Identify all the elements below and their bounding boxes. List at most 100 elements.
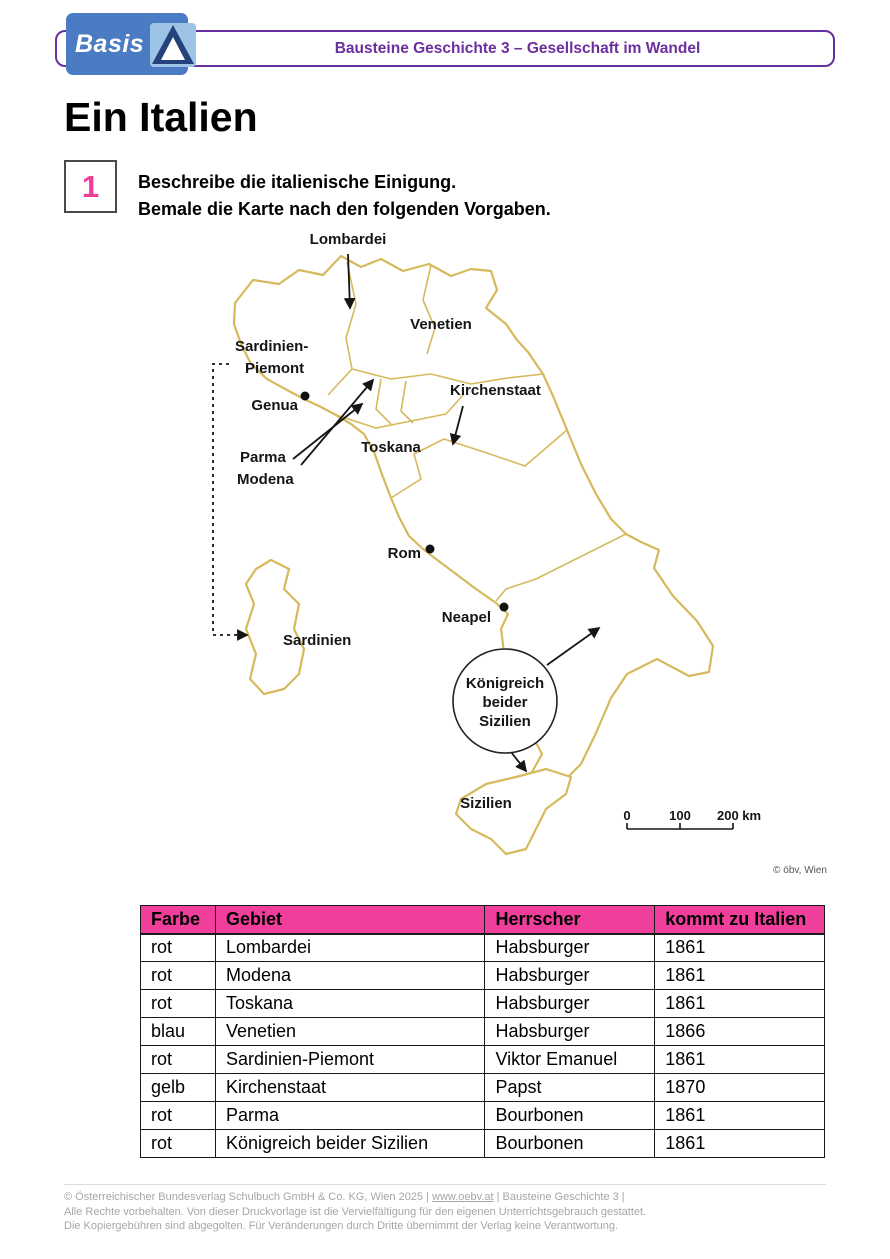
label-neapel: Neapel — [442, 609, 491, 626]
footer: © Österreichischer Bundesverlag Schulbuc… — [64, 1184, 826, 1234]
cell-herrscher: Habsburger — [484, 961, 656, 990]
cell-gebiet: Venetien — [214, 1017, 486, 1046]
table-row: rot Lombardei Habsburger 1861 — [140, 933, 825, 962]
label-modena: Modena — [237, 471, 294, 488]
column-header-gebiet: Gebiet — [214, 905, 486, 935]
border-toskana-kirchenstaat — [390, 438, 445, 499]
label-rom: Rom — [388, 545, 421, 562]
arrow-kingdom-mainland — [546, 626, 601, 666]
cell-gebiet: Lombardei — [214, 933, 486, 962]
header-banner: Bausteine Geschichte 3 – Gesellschaft im… — [55, 30, 835, 67]
label-sardinien: Sardinien — [283, 632, 351, 649]
table-row: rot Toskana Habsburger 1861 — [140, 989, 825, 1018]
arrow-kirchenstaat — [449, 405, 464, 446]
cell-gebiet: Parma — [214, 1101, 486, 1130]
cell-herrscher: Viktor Emanuel — [484, 1045, 656, 1074]
map-credit: © öbv, Wien — [773, 865, 827, 876]
arrow-modena — [300, 378, 375, 466]
column-header-herrscher: Herrscher — [484, 905, 656, 935]
cell-gebiet: Kirchenstaat — [214, 1073, 486, 1102]
cell-jahr: 1861 — [654, 989, 825, 1018]
genua-dot — [300, 391, 310, 401]
footer-line1: © Österreichischer Bundesverlag Schulbuc… — [64, 1190, 826, 1205]
sicily-island — [454, 767, 573, 856]
border-toskana-north — [335, 393, 465, 429]
border-kingdom-north — [495, 533, 627, 602]
border-piemont-lombardei — [327, 261, 357, 396]
cell-jahr: 1861 — [654, 1129, 825, 1158]
table-row: rot Sardinien-Piemont Viktor Emanuel 186… — [140, 1045, 825, 1074]
cell-jahr: 1861 — [654, 1101, 825, 1130]
page-title: Ein Italien — [64, 94, 258, 140]
label-parma: Parma — [240, 449, 287, 466]
table-header-row: Farbe Gebiet Herrscher kommt zu Italien — [140, 905, 825, 935]
arrow-lombardei — [343, 253, 356, 310]
cell-jahr: 1866 — [654, 1017, 825, 1046]
footer-oebv-link[interactable]: www.oebv.at — [432, 1191, 494, 1203]
table-row: gelb Kirchenstaat Papst 1870 — [140, 1073, 825, 1102]
task-instruction-line1: Beschreibe die italienische Einigung. — [138, 172, 457, 192]
logo-triangle-inner — [161, 37, 186, 60]
border-parma-region — [375, 378, 392, 425]
logo-triangle-icon — [150, 23, 197, 67]
footer-line3: Die Kopiergebühren sind abgegolten. Für … — [64, 1220, 619, 1232]
cell-herrscher: Bourbonen — [484, 1101, 656, 1130]
footer-line2: Alle Rechte vorbehalten. Von dieser Druc… — [64, 1205, 647, 1218]
label-sardinien-piemont-line2: Piemont — [245, 360, 304, 377]
task-instructions: Beschreibe die italienische Einigung. Be… — [138, 169, 551, 223]
cell-gebiet: Sardinien-Piemont — [214, 1045, 486, 1074]
table-row: rot Parma Bourbonen 1861 — [140, 1101, 825, 1130]
label-kingdom-line3: Sizilien — [479, 713, 531, 730]
cell-jahr: 1861 — [654, 933, 825, 962]
cell-farbe: blau — [140, 1017, 216, 1046]
label-sardinien-piemont-line1: Sardinien- — [235, 338, 308, 355]
label-sizilien: Sizilien — [460, 795, 512, 812]
label-kingdom-line2: beider — [482, 694, 527, 711]
label-kirchenstaat: Kirchenstaat — [450, 382, 541, 399]
table-row: rot Königreich beider Sizilien Bourbonen… — [140, 1129, 825, 1158]
cell-farbe: rot — [140, 933, 216, 962]
cell-herrscher: Bourbonen — [484, 1129, 656, 1158]
cell-jahr: 1870 — [654, 1073, 825, 1102]
cell-farbe: rot — [140, 989, 216, 1018]
cell-farbe: rot — [140, 961, 216, 990]
footer-line1-suffix: | Bausteine Geschichte 3 | — [493, 1191, 625, 1203]
label-lombardei: Lombardei — [310, 231, 387, 248]
column-header-jahr: kommt zu Italien — [654, 905, 825, 935]
cell-herrscher: Papst — [484, 1073, 656, 1102]
cell-jahr: 1861 — [654, 1045, 825, 1074]
arrow-parma — [292, 402, 364, 460]
rom-dot — [425, 544, 435, 554]
task-instruction-line2: Bemale die Karte nach den folgenden Vorg… — [138, 199, 551, 219]
color-assignment-table: Farbe Gebiet Herrscher kommt zu Italien … — [140, 905, 825, 1158]
dashed-arrow-sardinien — [212, 363, 249, 641]
border-po-south — [351, 368, 544, 385]
scale-label-200: 200 km — [717, 808, 761, 823]
table-row: blau Venetien Habsburger 1866 — [140, 1017, 825, 1046]
kingdom-circle — [452, 648, 558, 754]
task-number: 1 — [81, 168, 100, 204]
mainland-outline — [232, 254, 715, 791]
scale-label-0: 0 — [623, 808, 630, 823]
cell-jahr: 1861 — [654, 961, 825, 990]
neapel-dot — [499, 602, 509, 612]
cell-herrscher: Habsburger — [484, 989, 656, 1018]
border-kirchenstaat-east — [443, 429, 568, 467]
logo-text: Basis — [75, 29, 145, 58]
cell-farbe: rot — [140, 1045, 216, 1074]
cell-herrscher: Habsburger — [484, 1017, 656, 1046]
scale-bar — [626, 823, 734, 830]
cell-gebiet: Modena — [214, 961, 486, 990]
label-kingdom-line1: Königreich — [466, 675, 544, 692]
banner-title: Bausteine Geschichte 3 – Gesellschaft im… — [334, 39, 701, 57]
italy-map: Königreich beider Sizilien Lombardei Ven… — [195, 228, 835, 878]
label-venetien: Venetien — [410, 316, 472, 333]
task-number-box: 1 — [64, 160, 117, 213]
cell-farbe: rot — [140, 1129, 216, 1158]
cell-farbe: rot — [140, 1101, 216, 1130]
label-genua: Genua — [251, 397, 298, 414]
footer-copyright-text: © Österreichischer Bundesverlag Schulbuc… — [64, 1191, 433, 1203]
cell-herrscher: Habsburger — [484, 933, 656, 962]
scale-label-100: 100 — [669, 808, 691, 823]
